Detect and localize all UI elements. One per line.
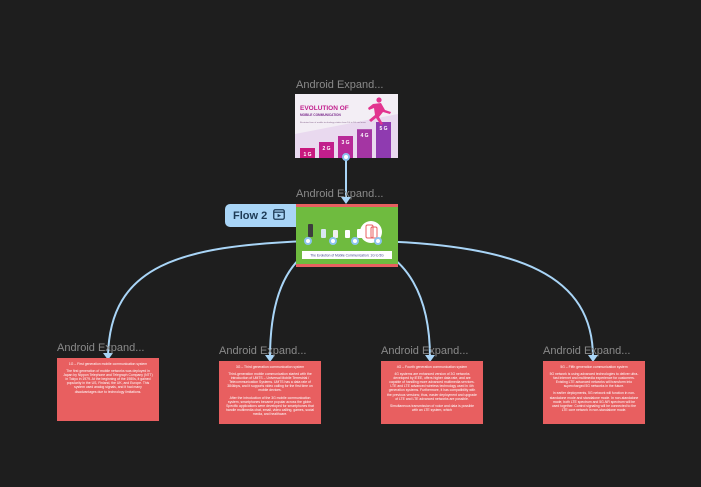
card-5g-text-2: In earlier deployments, 5G network will … bbox=[549, 391, 639, 412]
frame-card-4g[interactable]: 4G – Fourth generation communication sys… bbox=[381, 361, 483, 424]
card-4g-text-2: Simultaneous transmission of voice and d… bbox=[389, 403, 475, 412]
frame-label-card-3[interactable]: Android Expand... bbox=[381, 345, 469, 357]
play-frame-icon[interactable] bbox=[273, 207, 286, 225]
connector-handle-1[interactable] bbox=[304, 237, 312, 245]
generation-bar bbox=[319, 142, 334, 158]
generation-bar bbox=[338, 136, 353, 158]
infographic-caption: Illustrated tour of mobile technology st… bbox=[300, 121, 367, 124]
frame-label-card-4[interactable]: Android Expand... bbox=[543, 345, 631, 357]
generation-bar bbox=[357, 129, 372, 158]
card-4g-text-1: 4G systems are enhanced version of 3G ne… bbox=[387, 372, 477, 401]
frame-label-card-2[interactable]: Android Expand... bbox=[219, 345, 307, 357]
runner-figure-icon bbox=[368, 97, 391, 125]
generation-bar bbox=[376, 122, 391, 158]
generation-bar-label: 5 G bbox=[379, 126, 387, 132]
evolution-banner-image: The Evolution of Mobile Communication: 1… bbox=[296, 207, 398, 264]
connector-to-card-1 bbox=[107, 240, 309, 357]
frame-card-1g[interactable]: 1G – First generation mobile communicati… bbox=[57, 358, 159, 421]
generation-bar bbox=[300, 148, 315, 158]
connector-to-card-4 bbox=[377, 240, 594, 359]
generation-bar-label: 3 G bbox=[341, 140, 349, 146]
card-3g-text-1: Third-generation mobile communication st… bbox=[227, 372, 313, 393]
frame-label-middle[interactable]: Android Expand... bbox=[296, 188, 384, 200]
card-1g-text: The first generation of mobile networks … bbox=[63, 369, 153, 394]
card-3g-text-2: After the introduction of the 3G mobile … bbox=[225, 395, 314, 416]
frame-card-3g[interactable]: 3G – Third generation communication syst… bbox=[219, 361, 321, 424]
frame-label-top[interactable]: Android Expand... bbox=[296, 79, 384, 91]
infographic-subtitle: MOBILE COMMUNICATION bbox=[300, 113, 342, 117]
banner-caption: The Evolution of Mobile Communication: 1… bbox=[310, 254, 384, 258]
frame-label-card-1[interactable]: Android Expand... bbox=[57, 342, 145, 354]
connector-handle-2[interactable] bbox=[329, 237, 337, 245]
generation-bar-label: 2 G bbox=[322, 146, 330, 152]
frame-evolution-infographic[interactable]: EVOLUTION OF MOBILE COMMUNICATION Illust… bbox=[295, 94, 398, 158]
frame-card-5g[interactable]: 5G – Fifth generation communication syst… bbox=[543, 361, 645, 424]
infographic-title: EVOLUTION OF bbox=[300, 105, 349, 112]
frame-evolution-banner[interactable]: The Evolution of Mobile Communication: 1… bbox=[296, 204, 398, 267]
generation-bar-label: 4 G bbox=[360, 133, 368, 139]
card-1g-title: 1G – First generation mobile communicati… bbox=[68, 362, 148, 366]
card-5g-text-1: 5G network is using advanced technologie… bbox=[549, 372, 639, 389]
generation-bar-label: 1 G bbox=[303, 152, 311, 158]
evolution-infographic-image: EVOLUTION OF MOBILE COMMUNICATION Illust… bbox=[295, 94, 398, 158]
flow-label: Flow 2 bbox=[233, 209, 268, 222]
connector-handle-4[interactable] bbox=[374, 237, 382, 245]
card-4g-title: 4G – Fourth generation communication sys… bbox=[396, 365, 468, 369]
card-5g-title: 5G – Fifth generation communication syst… bbox=[560, 365, 628, 369]
generation-bars: 1 G 2 G 3 G 4 G 5 G bbox=[300, 122, 391, 158]
flow-badge[interactable]: Flow 2 bbox=[225, 204, 297, 227]
card-3g-title: 3G – Third generation communication syst… bbox=[235, 365, 305, 369]
connector-handle-3[interactable] bbox=[351, 237, 359, 245]
connector-handle-top[interactable] bbox=[342, 153, 350, 161]
